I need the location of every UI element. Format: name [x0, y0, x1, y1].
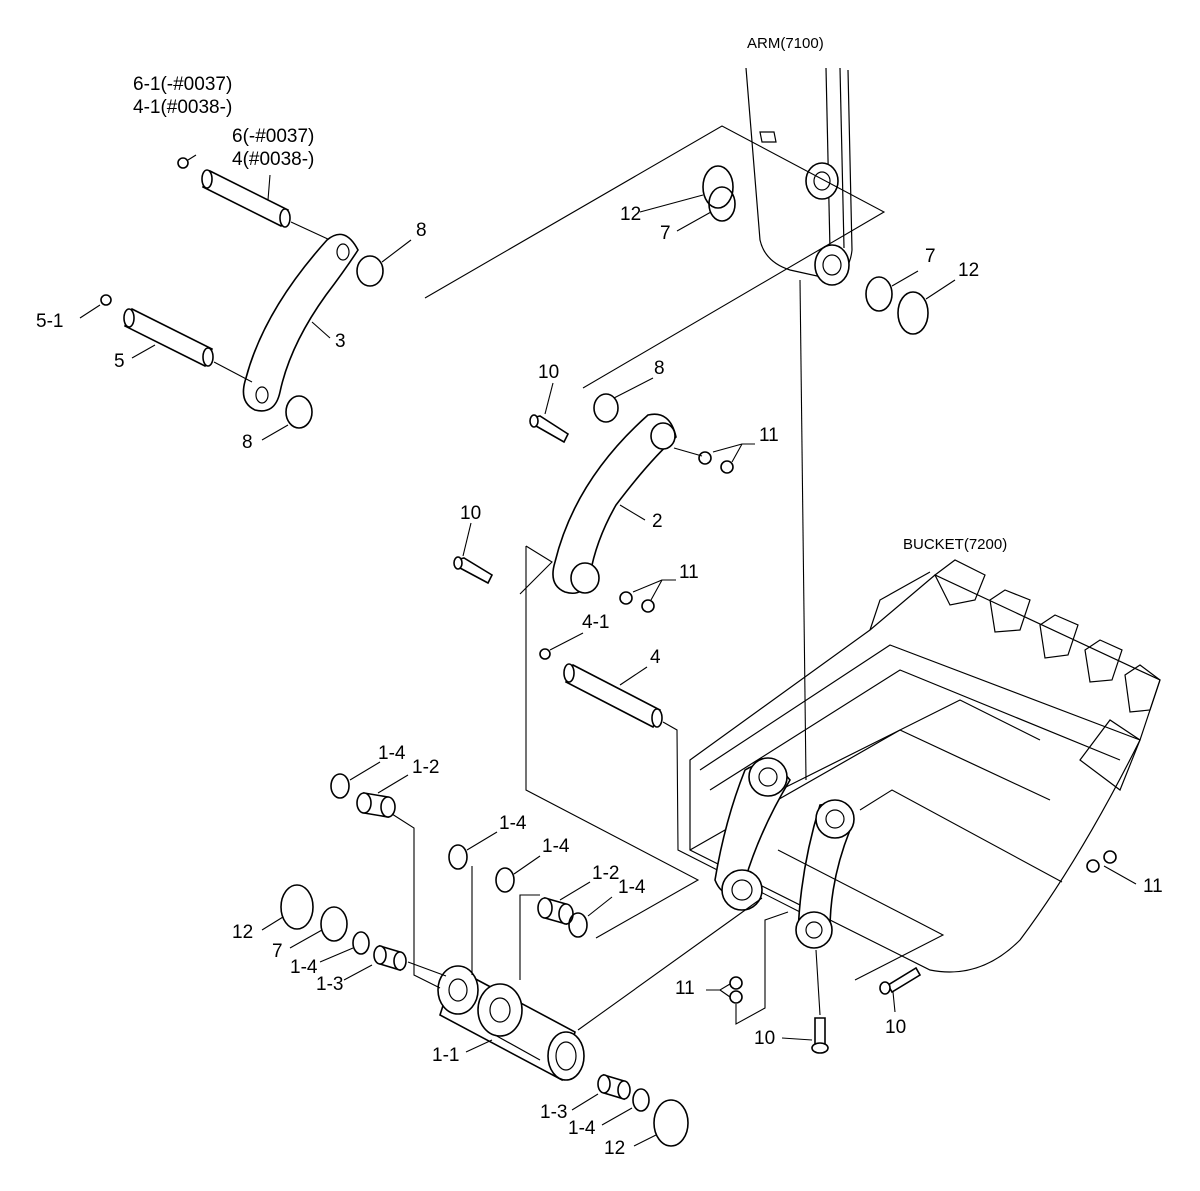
- callout-12-c: 12: [232, 922, 253, 943]
- callout-4: 4: [650, 647, 661, 668]
- callout-1-4-a: 1-4: [378, 743, 406, 764]
- callout-4-1: 4-1: [582, 612, 609, 633]
- frame-lines: [424, 125, 886, 781]
- bolts-10-upper: [453, 414, 570, 585]
- link-1-1: [437, 965, 585, 1082]
- o-ring-12-right: [897, 291, 929, 335]
- bucket-bosses: [714, 757, 855, 949]
- shim-8-middle: [593, 393, 619, 423]
- callout-1-4-f: 1-4: [568, 1118, 596, 1139]
- pin-6-4-upper: [177, 157, 331, 241]
- o-ring-12-upper: [702, 165, 734, 209]
- shim-8-lower: [285, 395, 313, 429]
- callout-11-a: 11: [759, 425, 779, 446]
- callout-10-d: 10: [885, 1017, 906, 1038]
- label-pin-top-a: 6(-#0037): [232, 126, 314, 147]
- arm-outline: [745, 67, 853, 286]
- callout-1-4-d: 1-4: [618, 877, 646, 898]
- callout-1-3-b: 1-3: [540, 1102, 567, 1123]
- nuts-11-upper: [619, 451, 734, 613]
- callout-1-2-b: 1-2: [592, 863, 619, 884]
- shim-7-upper: [708, 186, 736, 222]
- nuts-11-right: [1086, 850, 1117, 873]
- callout-11-d: 11: [675, 978, 695, 999]
- frame-lines-2: [519, 447, 703, 939]
- callout-10-c: 10: [754, 1028, 775, 1049]
- rings-1-4: [330, 773, 650, 1112]
- link-3: [242, 233, 359, 412]
- bushings-1-3: [373, 944, 631, 1101]
- callout-11-b: 11: [679, 562, 699, 583]
- label-grease-top-b: 4-1(#0038-): [133, 97, 232, 118]
- callout-12-d: 12: [604, 1138, 625, 1159]
- bolt-10-right: [879, 966, 922, 995]
- shim-7-right: [865, 276, 893, 312]
- arm-header: ARM(7100): [747, 35, 824, 52]
- callout-3: 3: [335, 331, 346, 352]
- label-pin-top-b: 4(#0038-): [232, 149, 314, 170]
- o-ring-12-bottom: [653, 1099, 689, 1147]
- callout-1-4-c: 1-4: [542, 836, 570, 857]
- bucket-header: BUCKET(7200): [903, 536, 1007, 553]
- shim-7-left: [320, 906, 348, 942]
- bolt-10-bottom: [811, 949, 829, 1054]
- assembly-lead-lines: [391, 813, 763, 1031]
- o-ring-12-left: [280, 884, 314, 930]
- callout-1-3-a: 1-3: [316, 974, 343, 995]
- pin-4-lower: [539, 648, 801, 913]
- nuts-11-bottom: [729, 911, 789, 1025]
- callout-1-1: 1-1: [432, 1045, 459, 1066]
- callout-7-c: 7: [272, 941, 283, 962]
- frame-lines-4: [777, 849, 945, 981]
- callout-leaders: [79, 154, 1137, 1147]
- pin-5: [100, 294, 253, 383]
- callout-11-c: 11: [1143, 876, 1163, 897]
- callout-5-1: 5-1: [36, 311, 63, 332]
- callout-1-4-b: 1-4: [499, 813, 527, 834]
- callout-8-a: 8: [416, 220, 427, 241]
- callout-5: 5: [114, 351, 125, 372]
- bushings-1-2: [356, 792, 574, 926]
- frame-lines-3: [859, 789, 1063, 883]
- callout-10-a: 10: [538, 362, 559, 383]
- callout-8-b: 8: [242, 432, 253, 453]
- callout-1-4-e: 1-4: [290, 957, 318, 978]
- callout-12-a: 12: [620, 204, 641, 225]
- callout-12-b: 12: [958, 260, 979, 281]
- link-2: [552, 413, 677, 594]
- callout-2: 2: [652, 511, 663, 532]
- shim-8-upper: [356, 255, 384, 287]
- callout-7-b: 7: [925, 246, 936, 267]
- callout-8-c: 8: [654, 358, 665, 379]
- callout-1-2-a: 1-2: [412, 757, 439, 778]
- callout-7-a: 7: [660, 223, 671, 244]
- callout-10-b: 10: [460, 503, 481, 524]
- label-grease-top-a: 6-1(-#0037): [133, 74, 232, 95]
